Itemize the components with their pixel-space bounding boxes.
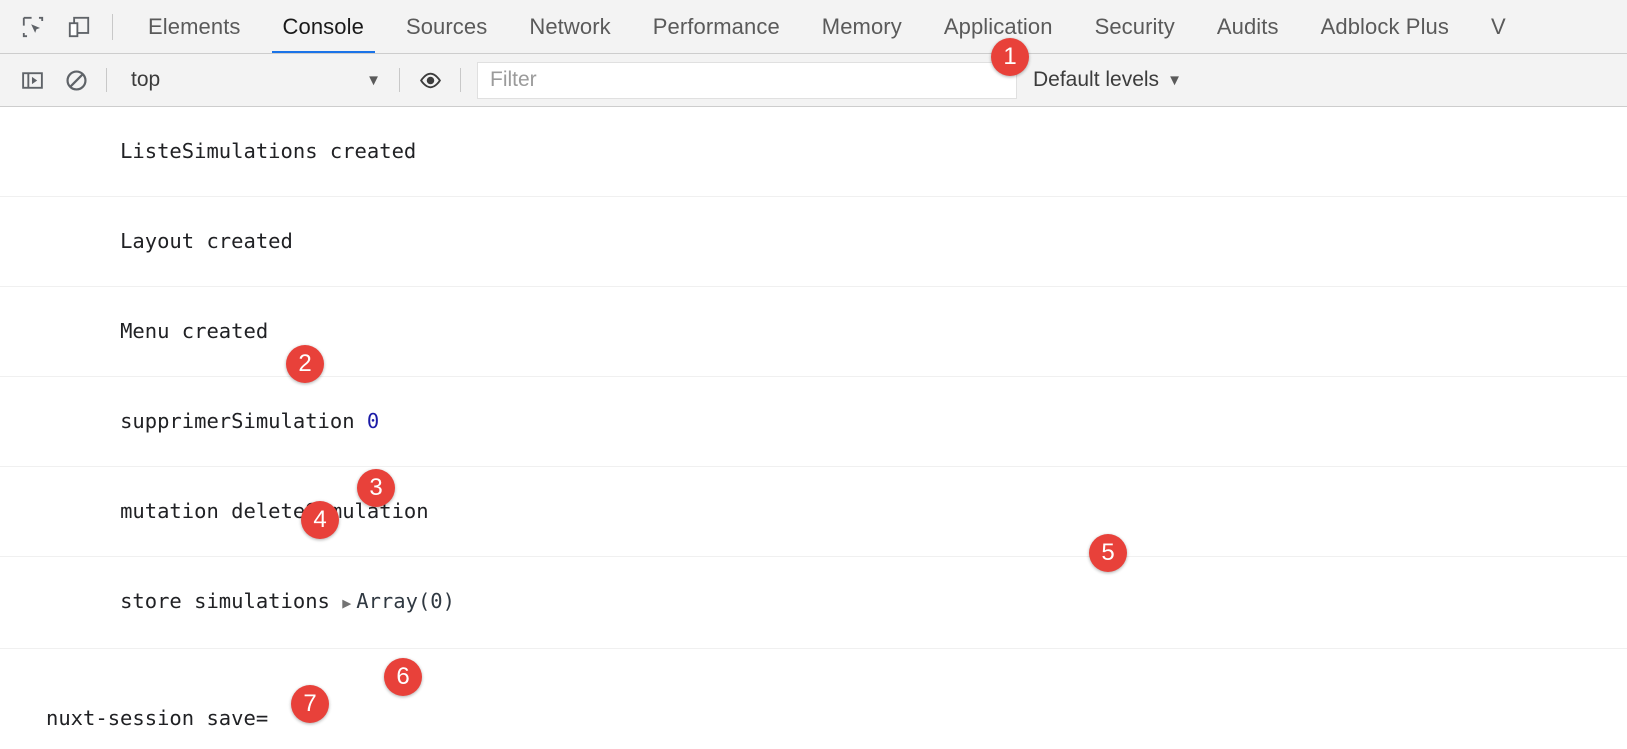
- console-message-object-group[interactable]: nuxt-session save= Objecti initStoreDone…: [0, 649, 1627, 748]
- inspect-element-icon[interactable]: [10, 4, 56, 50]
- tab-application[interactable]: Application: [943, 13, 1053, 39]
- clear-console-icon[interactable]: [54, 58, 98, 102]
- log-levels-label: Default levels: [1033, 68, 1160, 91]
- toolbar-divider-1: [106, 68, 107, 92]
- console-message[interactable]: mutation deleteSimulation: [0, 467, 1627, 557]
- tab-adblock-plus[interactable]: Adblock Plus: [1320, 13, 1449, 39]
- message-label: nuxt-session save=: [46, 706, 269, 730]
- panel-tabs: Elements Console Sources Network Perform…: [127, 0, 1627, 53]
- console-message[interactable]: store simulations Array(0): [0, 557, 1627, 649]
- console-message[interactable]: ListeSimulations created: [0, 107, 1627, 197]
- message-text: ListeSimulations created: [120, 139, 417, 163]
- tab-performance[interactable]: Performance: [652, 13, 780, 39]
- message-text: Layout created: [120, 229, 293, 253]
- log-levels-select[interactable]: Default levels ▼: [1033, 68, 1182, 92]
- filter-input-wrapper[interactable]: [477, 61, 1017, 99]
- filter-input[interactable]: [488, 67, 1006, 93]
- message-text: mutation deleteSimulation: [120, 499, 429, 523]
- message-array-preview: Array(0): [356, 589, 455, 613]
- toolbar-divider-2: [399, 68, 400, 92]
- console-message[interactable]: Layout created: [0, 197, 1627, 287]
- devtools-tabbar: Elements Console Sources Network Perform…: [0, 0, 1627, 54]
- message-text: Menu created: [120, 319, 269, 343]
- message-value: 0: [366, 409, 380, 433]
- execution-context-value: top: [131, 68, 161, 91]
- tab-security[interactable]: Security: [1094, 13, 1175, 39]
- message-label: supprimerSimulation: [120, 409, 355, 433]
- live-expression-eye-icon[interactable]: [408, 58, 452, 102]
- tab-elements[interactable]: Elements: [148, 13, 241, 39]
- tab-console[interactable]: Console: [262, 0, 385, 53]
- message-label-line: nuxt-session save=: [46, 706, 1627, 731]
- tab-audits[interactable]: Audits: [1216, 13, 1279, 39]
- tab-vue[interactable]: V: [1491, 13, 1506, 39]
- chevron-down-icon: ▼: [366, 71, 381, 89]
- expand-triangle-icon[interactable]: [342, 591, 356, 616]
- console-message[interactable]: Menu created: [0, 287, 1627, 377]
- tab-sources[interactable]: Sources: [405, 13, 488, 39]
- tab-network[interactable]: Network: [529, 13, 611, 39]
- toolbar-divider-3: [460, 68, 461, 92]
- console-toolbar: top ▼ Default levels ▼: [0, 54, 1627, 107]
- device-toolbar-icon[interactable]: [56, 4, 102, 50]
- tab-memory[interactable]: Memory: [821, 13, 902, 39]
- message-label: store simulations: [120, 589, 330, 613]
- console-message[interactable]: supprimerSimulation 0: [0, 377, 1627, 467]
- console-output[interactable]: ListeSimulations created Layout created …: [0, 107, 1627, 748]
- chevron-down-icon-levels: ▼: [1167, 71, 1182, 89]
- execution-context-select[interactable]: top ▼: [115, 63, 391, 97]
- console-sidebar-icon[interactable]: [10, 58, 54, 102]
- tabbar-divider: [112, 13, 113, 40]
